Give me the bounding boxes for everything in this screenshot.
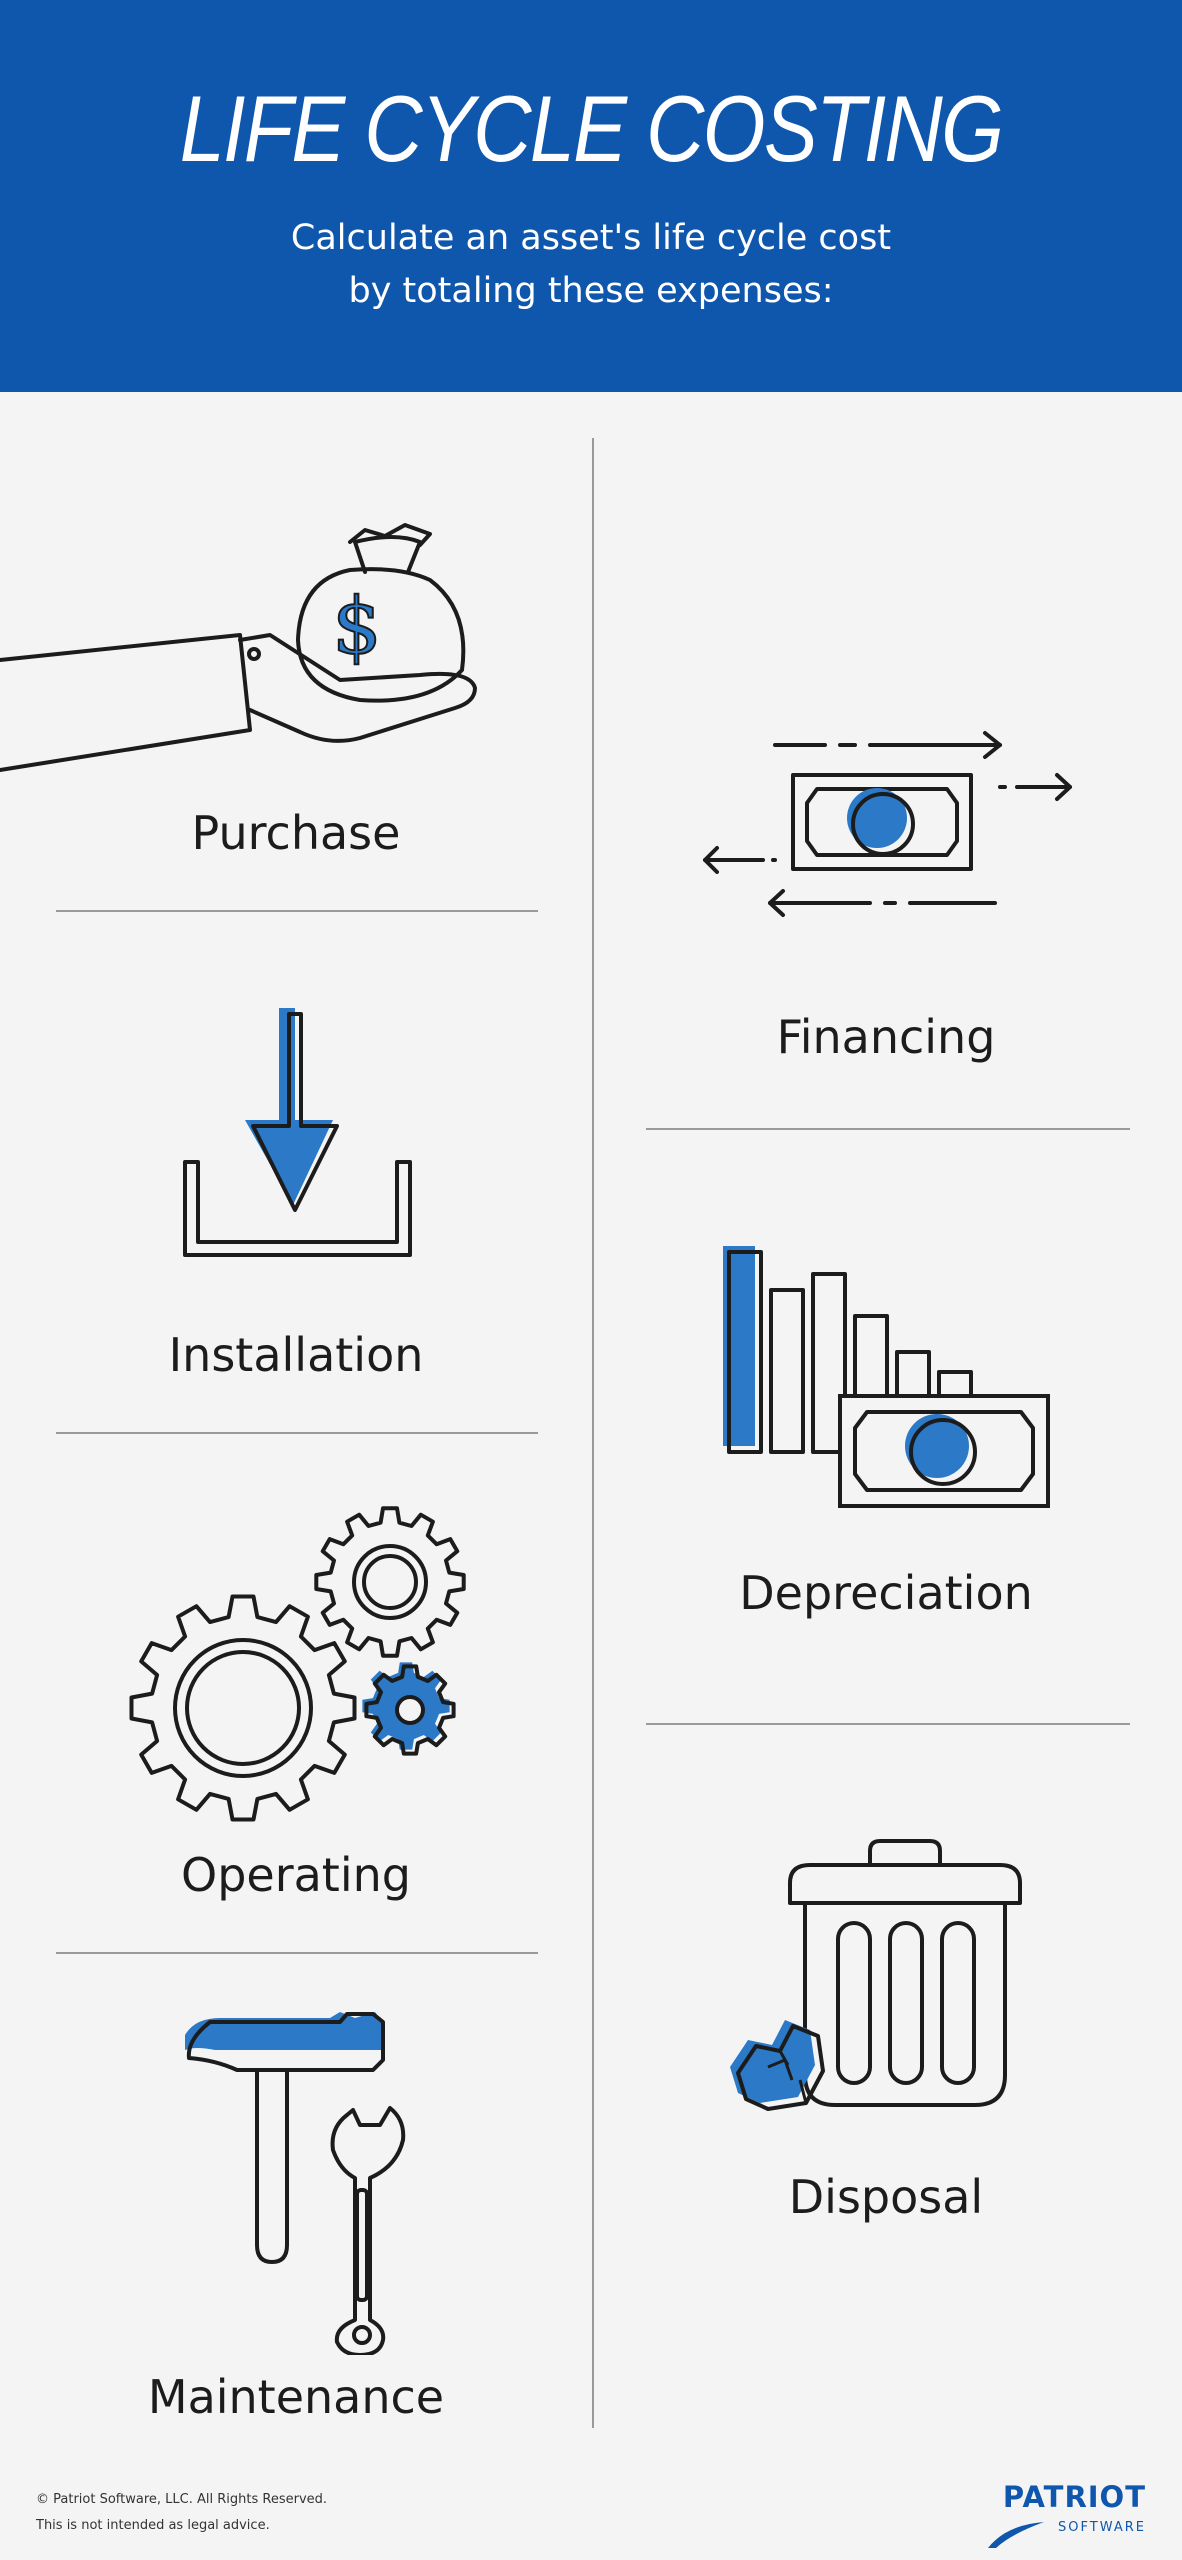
trash-can-icon	[730, 1839, 1022, 2111]
disposal-label: Disposal	[788, 2170, 984, 2224]
purchase-divider	[56, 910, 538, 912]
operating-label: Operating	[181, 1848, 411, 1902]
money-transfer-icon	[703, 731, 1072, 917]
hammer-wrench-icon	[185, 2012, 406, 2355]
financing-label: Financing	[776, 1010, 996, 1064]
page-subtitle: Calculate an asset's life cycle cost by …	[0, 212, 1182, 318]
column-divider	[592, 438, 594, 2428]
page-title: LIFE CYCLE COSTING	[179, 76, 1004, 181]
gears-icon	[129, 1506, 466, 1822]
logo-swoosh-icon	[988, 2522, 1044, 2548]
logo-subtext: SOFTWARE	[1058, 2520, 1146, 2535]
financing-divider	[646, 1128, 1130, 1130]
operating-divider	[56, 1952, 538, 1954]
svg-text:$: $	[332, 582, 382, 672]
disclaimer-text: This is not intended as legal advice.	[36, 2518, 270, 2533]
maintenance-label: Maintenance	[147, 2370, 445, 2424]
header-banner: LIFE CYCLE COSTING Calculate an asset's …	[0, 0, 1182, 392]
declining-bars-money-icon	[723, 1246, 1050, 1508]
money-bag-hand-icon: $	[0, 523, 477, 772]
depreciation-divider	[646, 1723, 1130, 1725]
patriot-software-logo: PATRIOT SOFTWARE	[986, 2480, 1146, 2550]
subtitle-line-2: by totaling these expenses:	[348, 271, 834, 311]
purchase-label: Purchase	[191, 806, 401, 860]
copyright-text: © Patriot Software, LLC. All Rights Rese…	[36, 2492, 328, 2507]
installation-label: Installation	[168, 1328, 424, 1382]
installation-divider	[56, 1432, 538, 1434]
download-tray-icon	[183, 1008, 412, 1257]
logo-name: PATRIOT	[1002, 2480, 1146, 2514]
depreciation-label: Depreciation	[739, 1566, 1033, 1620]
subtitle-line-1: Calculate an asset's life cycle cost	[290, 218, 892, 258]
